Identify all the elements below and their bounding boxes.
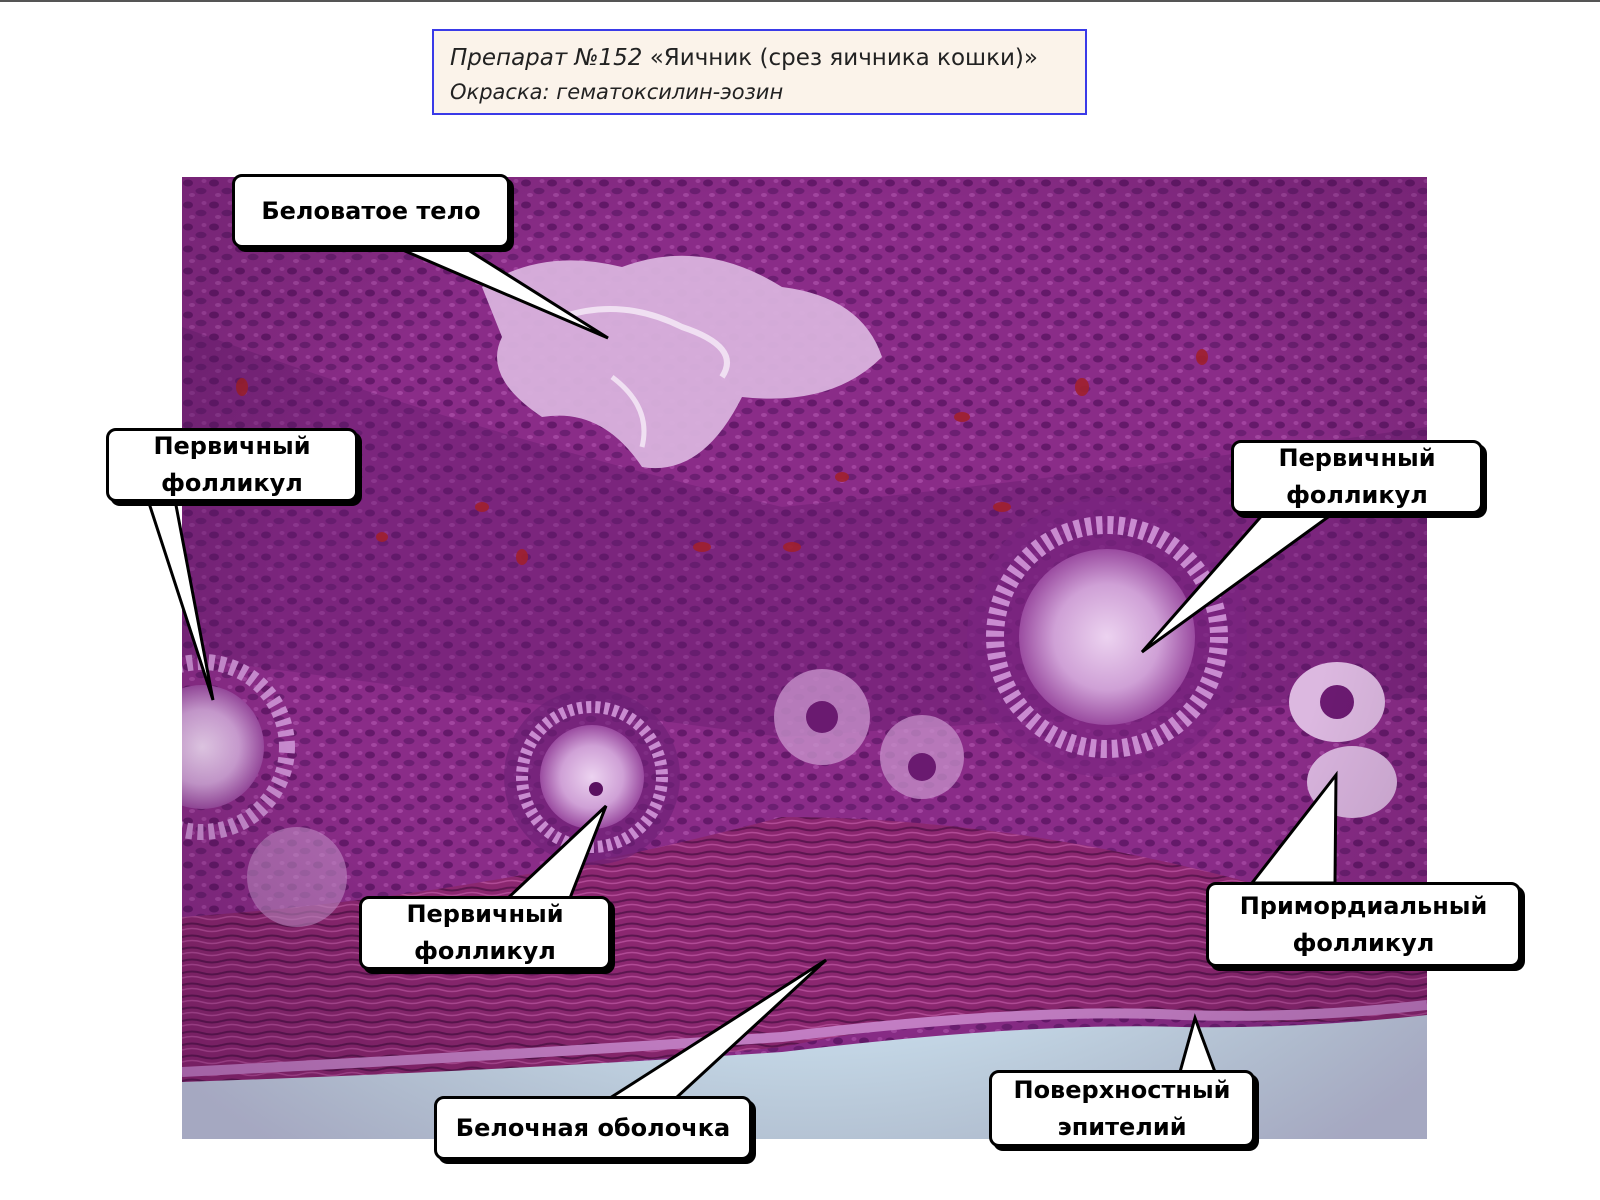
label-text-line: фолликул <box>161 469 303 497</box>
micrograph-image <box>182 177 1427 1139</box>
label-primary-follicle-left: Первичный фолликул <box>106 428 358 502</box>
label-text-line: фолликул <box>1292 928 1435 957</box>
label-text-line: Примордиальный <box>1239 891 1488 920</box>
label-corpus-albicans: Беловатое тело <box>232 174 510 248</box>
label-text-line: Первичный <box>153 432 311 460</box>
micrograph <box>182 177 1427 1139</box>
label-corpus-albicans-text: Беловатое тело <box>261 196 481 225</box>
label-tunica-albuginea-text: Белочная оболочка <box>455 1113 731 1142</box>
label-primordial-follicle: Примордиальный фолликул <box>1206 882 1521 967</box>
label-tunica-albuginea: Белочная оболочка <box>434 1096 752 1160</box>
label-text-line: эпителий <box>1057 1112 1187 1141</box>
stain-info: Окраска: гематоксилин-эозин <box>450 80 784 104</box>
label-surface-epithelium: Поверхностный эпителий <box>989 1070 1255 1147</box>
slide-title: «Яичник (срез яичника кошки)» <box>649 45 1038 71</box>
top-rule <box>0 0 1600 2</box>
label-text-line: Первичный <box>1278 444 1436 472</box>
label-text-line: фолликул <box>414 937 556 965</box>
slide-caption: Препарат №152 «Яичник (срез яичника кошк… <box>432 29 1087 115</box>
label-text-line: фолликул <box>1286 481 1428 509</box>
label-primary-follicle-center: Первичный фолликул <box>359 896 611 970</box>
caption-line-1: Препарат №152 «Яичник (срез яичника кошк… <box>450 40 1069 76</box>
label-text-line: Поверхностный <box>1013 1075 1231 1104</box>
slide-number: Препарат №152 <box>450 45 643 71</box>
label-text-line: Первичный <box>406 900 564 928</box>
label-primary-follicle-right: Первичный фолликул <box>1231 440 1483 514</box>
